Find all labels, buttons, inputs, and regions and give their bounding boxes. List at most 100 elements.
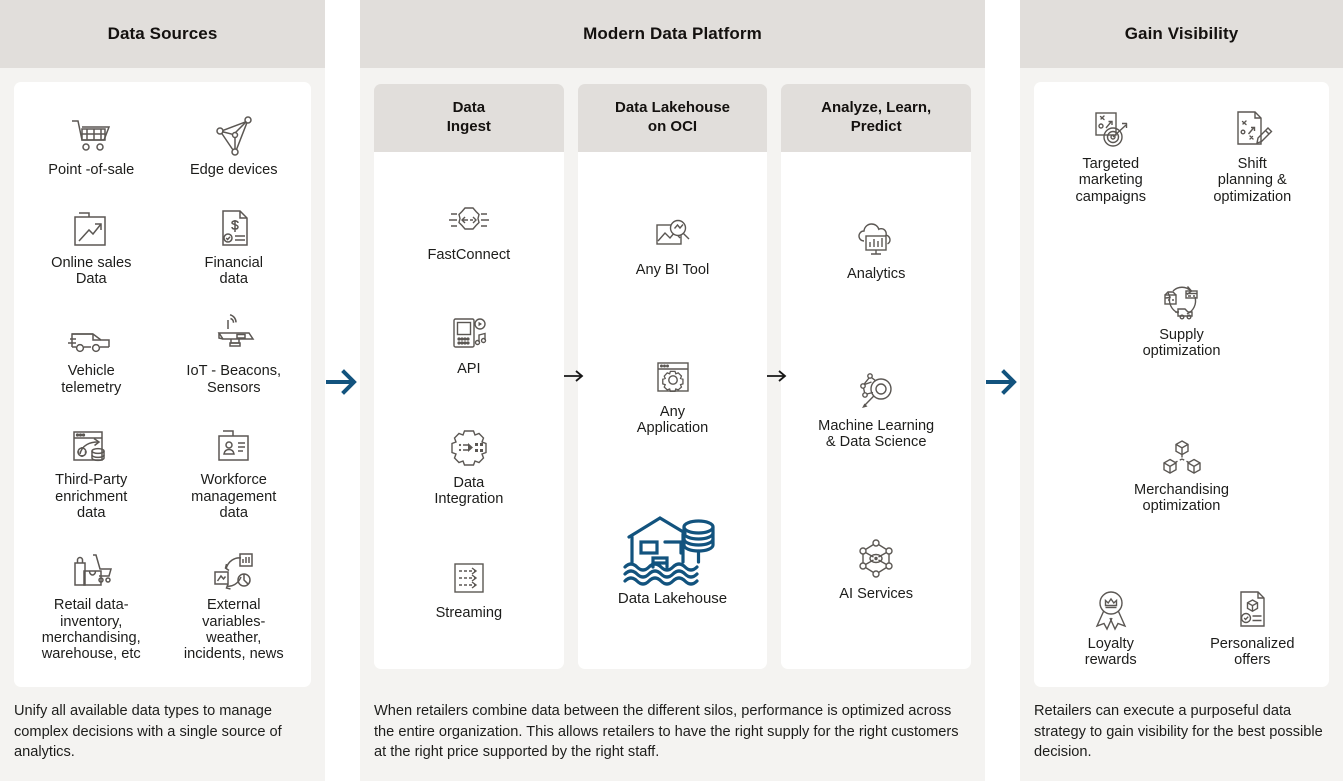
list-item[interactable]: Edge devices <box>163 110 306 178</box>
panel-body-gain-visibility: Targeted marketing campaigns <box>1020 68 1343 687</box>
list-item-label: Third-Party enrichment data <box>55 472 128 521</box>
list-item-label: Machine Learning & Data Science <box>818 417 935 451</box>
list-item-label: Point -of-sale <box>48 162 135 179</box>
retail-bag-cart-icon <box>67 545 115 593</box>
target-strategy-icon <box>1089 104 1133 152</box>
edge-network-icon <box>211 110 257 158</box>
data-integration-gear-icon <box>448 425 490 471</box>
data-enrichment-icon <box>68 420 114 468</box>
modern-data-platform-caption: When retailers combine data between the … <box>374 702 959 761</box>
application-window-gear-icon <box>653 354 693 400</box>
subcolumn-body-data-lakehouse: Any BI Tool Any Application <box>577 152 768 669</box>
list-item-label: Analytics <box>846 266 906 283</box>
subcolumn-title-data-lakehouse: Data Lakehouse on OCI <box>577 84 768 152</box>
list-item-label: API <box>457 361 481 377</box>
list-item[interactable]: Analytics <box>847 216 905 283</box>
list-item[interactable]: Shift planning & optimization <box>1182 104 1324 205</box>
subcolumn-title-analyze-learn-predict: Analyze, Learn, Predict <box>781 84 972 152</box>
list-item-label: Financial data <box>204 254 263 287</box>
list-item[interactable]: Targeted marketing campaigns <box>1040 104 1182 205</box>
platform-columns: Data Ingest FastConnect <box>360 68 985 687</box>
personalized-offer-icon <box>1231 584 1273 632</box>
list-item-label: Edge devices <box>189 162 278 179</box>
subcolumn-body-data-ingest: FastConnect <box>374 152 564 669</box>
arrow-left-to-middle <box>325 362 360 402</box>
list-item[interactable]: Third-Party enrichment data <box>20 420 163 521</box>
external-variables-icon <box>210 545 258 593</box>
shopping-cart-icon <box>68 110 114 158</box>
list-item-label: Any BI Tool <box>635 261 710 278</box>
loyalty-ribbon-icon <box>1090 584 1132 632</box>
list-item-label: Online sales Data <box>51 254 132 287</box>
list-item[interactable]: Loyalty rewards <box>1040 584 1182 669</box>
api-device-icon <box>448 311 490 357</box>
list-item-label: Retail data- inventory, merchandising, w… <box>41 597 141 663</box>
list-item[interactable]: Workforce management data <box>163 420 306 521</box>
panel-modern-data-platform: Modern Data Platform Data Ingest <box>360 0 985 781</box>
ai-services-network-icon <box>855 536 897 582</box>
list-item-label: FastConnect <box>427 247 511 264</box>
list-item[interactable]: Merchandising optimization <box>1040 430 1323 515</box>
list-item[interactable]: Retail data- inventory, merchandising, w… <box>20 545 163 662</box>
growth-chart-document-icon <box>69 203 113 251</box>
list-item[interactable]: Machine Learning & Data Science <box>818 368 934 451</box>
panel-title-gain-visibility: Gain Visibility <box>1020 0 1343 68</box>
list-item[interactable]: Data Lakehouse <box>613 512 733 607</box>
data-sources-grid: Point -of-sale Edge devices <box>14 82 311 687</box>
list-item-label: IoT - Beacons, Sensors <box>186 363 282 396</box>
list-item[interactable]: IoT - Beacons, Sensors <box>163 311 306 396</box>
list-item[interactable]: Supply optimization <box>1040 275 1323 360</box>
list-item-label: Data Integration <box>434 474 504 508</box>
subcolumn-analyze-learn-predict: Analyze, Learn, Predict Analytics <box>781 84 972 669</box>
arrow-middle-to-right <box>985 362 1020 402</box>
gain-visibility-card: Targeted marketing campaigns <box>1034 82 1329 687</box>
merchandising-boxes-icon <box>1159 430 1205 478</box>
subcolumn-title-data-ingest: Data Ingest <box>374 84 564 152</box>
list-item-label: Streaming <box>435 604 503 621</box>
machine-learning-icon <box>854 368 898 414</box>
list-item[interactable]: API <box>448 311 490 378</box>
list-item-label: Targeted marketing campaigns <box>1075 156 1147 205</box>
list-item[interactable]: External variables- weather, incidents, … <box>163 545 306 662</box>
list-item-label: Supply optimization <box>1142 326 1221 360</box>
list-item-label: Personalized offers <box>1210 636 1295 669</box>
dollar-document-icon <box>213 203 255 251</box>
list-item-label: Workforce management data <box>191 472 277 521</box>
list-item-label: AI Services <box>839 585 914 602</box>
subcolumn-data-lakehouse: Data Lakehouse on OCI Any <box>577 84 787 669</box>
panel-body-data-sources: Point -of-sale Edge devices <box>0 68 325 687</box>
cloud-analytics-icon <box>854 216 898 262</box>
arrow-ingest-to-lakehouse <box>563 365 585 387</box>
list-item-label: Any Application <box>636 403 709 437</box>
list-item-label: Loyalty rewards <box>1084 636 1137 669</box>
list-item-label: Merchandising optimization <box>1134 481 1229 514</box>
list-item[interactable]: Vehicle telemetry <box>20 311 163 396</box>
panel-data-sources: Data Sources Point -of-sale <box>0 0 325 781</box>
list-item[interactable]: AI Services <box>839 536 913 603</box>
panel-title-modern-data-platform: Modern Data Platform <box>360 0 985 68</box>
list-item[interactable]: Any Application <box>637 354 708 437</box>
streaming-arrows-icon <box>449 555 489 601</box>
list-item-label: Vehicle telemetry <box>61 363 122 396</box>
list-item-label: External variables- weather, incidents, … <box>183 597 284 663</box>
list-item[interactable]: Streaming <box>435 555 503 622</box>
list-item[interactable]: Personalized offers <box>1182 584 1324 669</box>
list-item[interactable]: Online sales Data <box>20 203 163 288</box>
shift-planning-icon <box>1230 104 1274 152</box>
data-lakehouse-icon <box>613 512 733 586</box>
fastconnect-icon <box>448 197 490 243</box>
list-item[interactable]: Data Integration <box>434 425 503 508</box>
bi-tool-magnifier-icon <box>651 212 695 258</box>
list-item[interactable]: FastConnect <box>427 197 510 264</box>
list-item[interactable]: Financial data <box>163 203 306 288</box>
subcolumn-body-analyze-learn-predict: Analytics Machine Learning & Data Scienc… <box>781 152 972 669</box>
panel-gain-visibility: Gain Visibility <box>1020 0 1343 781</box>
list-item[interactable]: Point -of-sale <box>20 110 163 178</box>
panel-title-data-sources: Data Sources <box>0 0 325 68</box>
arrow-lakehouse-to-analyze <box>766 365 788 387</box>
subcolumn-data-ingest: Data Ingest FastConnect <box>374 84 584 669</box>
data-sources-card: Point -of-sale Edge devices <box>14 82 311 687</box>
gain-visibility-caption: Retailers can execute a purposeful data … <box>1034 702 1323 761</box>
list-item[interactable]: Any BI Tool <box>635 212 710 279</box>
